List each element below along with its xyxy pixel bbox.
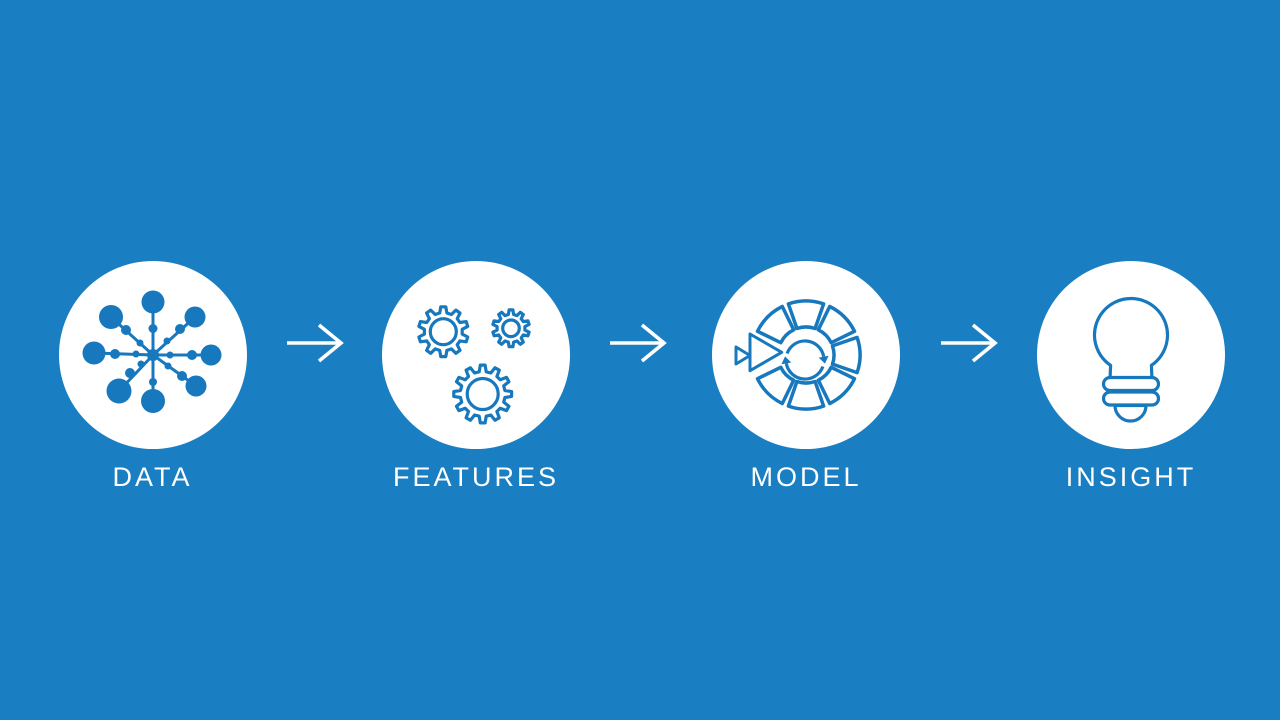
step-data: DATA [58,261,247,492]
arrow-right-icon [941,323,998,363]
step-label: INSIGHT [1065,462,1197,492]
step-insight: INSIGHT [1037,261,1225,492]
step-model: MODEL [712,261,900,492]
gears-icon [417,305,531,425]
input-triangles [734,332,784,373]
data-network-icon [82,290,221,413]
step-circle [382,261,570,449]
step-label: MODEL [750,462,862,492]
arrow-right-icon [610,323,667,363]
step-label: DATA [112,462,193,492]
step-label: FEATURES [392,462,559,492]
lightbulb-icon [1092,297,1170,423]
refresh-arrows [781,339,829,381]
step-features: FEATURES [382,261,570,492]
step-circle [712,261,900,449]
step-circle [58,261,247,449]
step-circle [1037,261,1225,449]
model-cycle-icon [734,299,862,411]
arrow-right-icon [287,323,344,363]
